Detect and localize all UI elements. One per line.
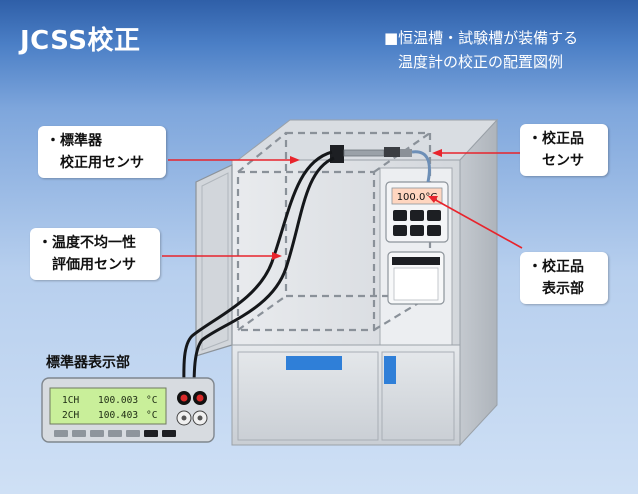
label-std-sensor: ・標準器 校正用センサ (38, 126, 166, 178)
cal-button (427, 210, 441, 221)
label-uniformity-sensor: ・温度不均一性 評価用センサ (30, 228, 160, 280)
caption-line-2: 温度計の校正の配置図例 (398, 53, 564, 71)
chamber-base (231, 344, 461, 446)
std-device-lcd (49, 387, 167, 425)
cal-sensor-cable (411, 150, 431, 183)
cal-button (393, 210, 407, 221)
std-key (162, 430, 176, 437)
std-sensor-cable-1 (182, 150, 333, 393)
label-cal-sensor: ・校正品 センサ (520, 124, 608, 176)
arrow-cal-display (431, 197, 523, 249)
cal-button (410, 225, 424, 236)
std-row1-channel: 1CH (62, 395, 79, 406)
chamber-window-side (384, 356, 396, 384)
label-std-display: 標準器表示部 (46, 355, 130, 371)
std-key (144, 430, 158, 437)
cal-button (393, 225, 407, 236)
std-row1-value: 100.003 (98, 395, 138, 406)
diagram-caption: ■恒温槽・試験槽が装備する 温度計の校正の配置図例 (384, 26, 578, 74)
caption-line-1: ■恒温槽・試験槽が装備する (384, 29, 579, 47)
label-cal-display: ・校正品 表示部 (520, 252, 608, 304)
cal-display-value: 100.0°C (397, 192, 438, 203)
std-key (108, 430, 122, 437)
std-key (90, 430, 104, 437)
std-row2-value: 100.403 (98, 410, 138, 421)
chamber-window (286, 356, 342, 370)
chamber-side (459, 118, 498, 447)
std-key (72, 430, 86, 437)
std-key (126, 430, 140, 437)
std-key (54, 430, 68, 437)
std-row1-unit: °C (146, 395, 157, 406)
std-sensor-cable-2 (192, 156, 335, 393)
std-row2-channel: 2CH (62, 410, 79, 421)
std-row2-unit: °C (146, 410, 157, 421)
cal-button (410, 210, 424, 221)
page-title: JCSS校正 (20, 26, 141, 56)
cal-button (427, 225, 441, 236)
